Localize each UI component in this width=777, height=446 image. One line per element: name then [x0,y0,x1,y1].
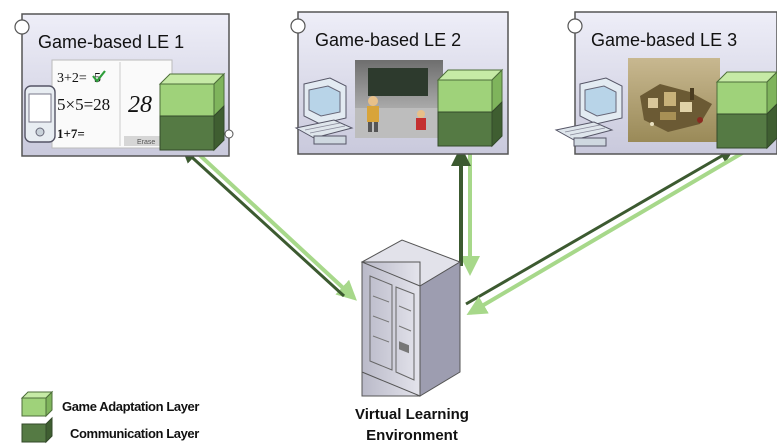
le3-panel: Game-based LE 3 [554,11,777,155]
legend-communication-label: Communication Layer [70,426,199,441]
connection-arrows [181,146,746,316]
le1-erase-label: Erase [137,139,155,146]
le1-math-answer1: 5 [94,71,101,86]
le3-strategy-scene [628,58,720,142]
le1-checkmark-icon [92,70,106,83]
le3-layer-stack [715,71,777,150]
le1-title: Game-based LE 1 [38,32,184,52]
le1-adaptation-layer [159,83,215,117]
arrow-le3-to-vle [466,150,746,316]
legend-adaptation-label: Game Adaptation Layer [62,399,199,414]
le2-adaptation-layer [437,79,493,113]
arrow-le1-to-vle [190,146,357,301]
le2-computer-icon [294,77,354,145]
le1-math-scene: 3+2= 5 5×5=28 1+7= 28 Erase [51,59,173,149]
le1-math-line1: 3+2= [57,71,87,86]
le1-connector-icon [14,19,30,35]
le3-title: Game-based LE 3 [591,30,737,50]
legend-communication-swatch [21,423,47,443]
le3-adaptation-layer [716,81,768,115]
le2-classroom-scene [355,60,443,138]
arrow-vle-to-le3 [465,148,735,306]
le2-connector-icon [290,18,306,34]
legend: Game Adaptation Layer Communication Laye… [20,390,200,444]
le2-communication-layer [437,111,493,147]
legend-communication-layer: Communication Layer [21,416,200,444]
le1-port-icon [224,129,234,139]
le3-computer-icon [554,77,623,147]
le1-math-big-answer: 28 [128,92,152,118]
vle-label-line1: Virtual Learning [355,406,469,423]
pda-icon [24,85,56,143]
arrow-vle-to-le1 [181,147,346,298]
le1-math-line2: 5×5=28 [57,95,110,114]
le2-title: Game-based LE 2 [315,30,461,50]
legend-adaptation-swatch [21,397,47,417]
vle-server-icon [360,239,462,397]
le3-connector-icon [567,18,583,34]
le1-layer-stack [158,72,226,152]
le1-communication-layer [159,115,215,151]
le2-panel: Game-based LE 2 [290,11,509,155]
le1-panel: Game-based LE 1 3+2= 5 5×5=28 1+7= 28 Er… [14,13,234,157]
legend-adaptation-layer: Game Adaptation Layer [20,390,200,418]
le2-layer-stack [436,68,504,148]
le1-math-line3: 1+7= [57,126,85,141]
vle-label-line2: Environment [366,427,458,444]
le3-communication-layer [716,113,768,149]
